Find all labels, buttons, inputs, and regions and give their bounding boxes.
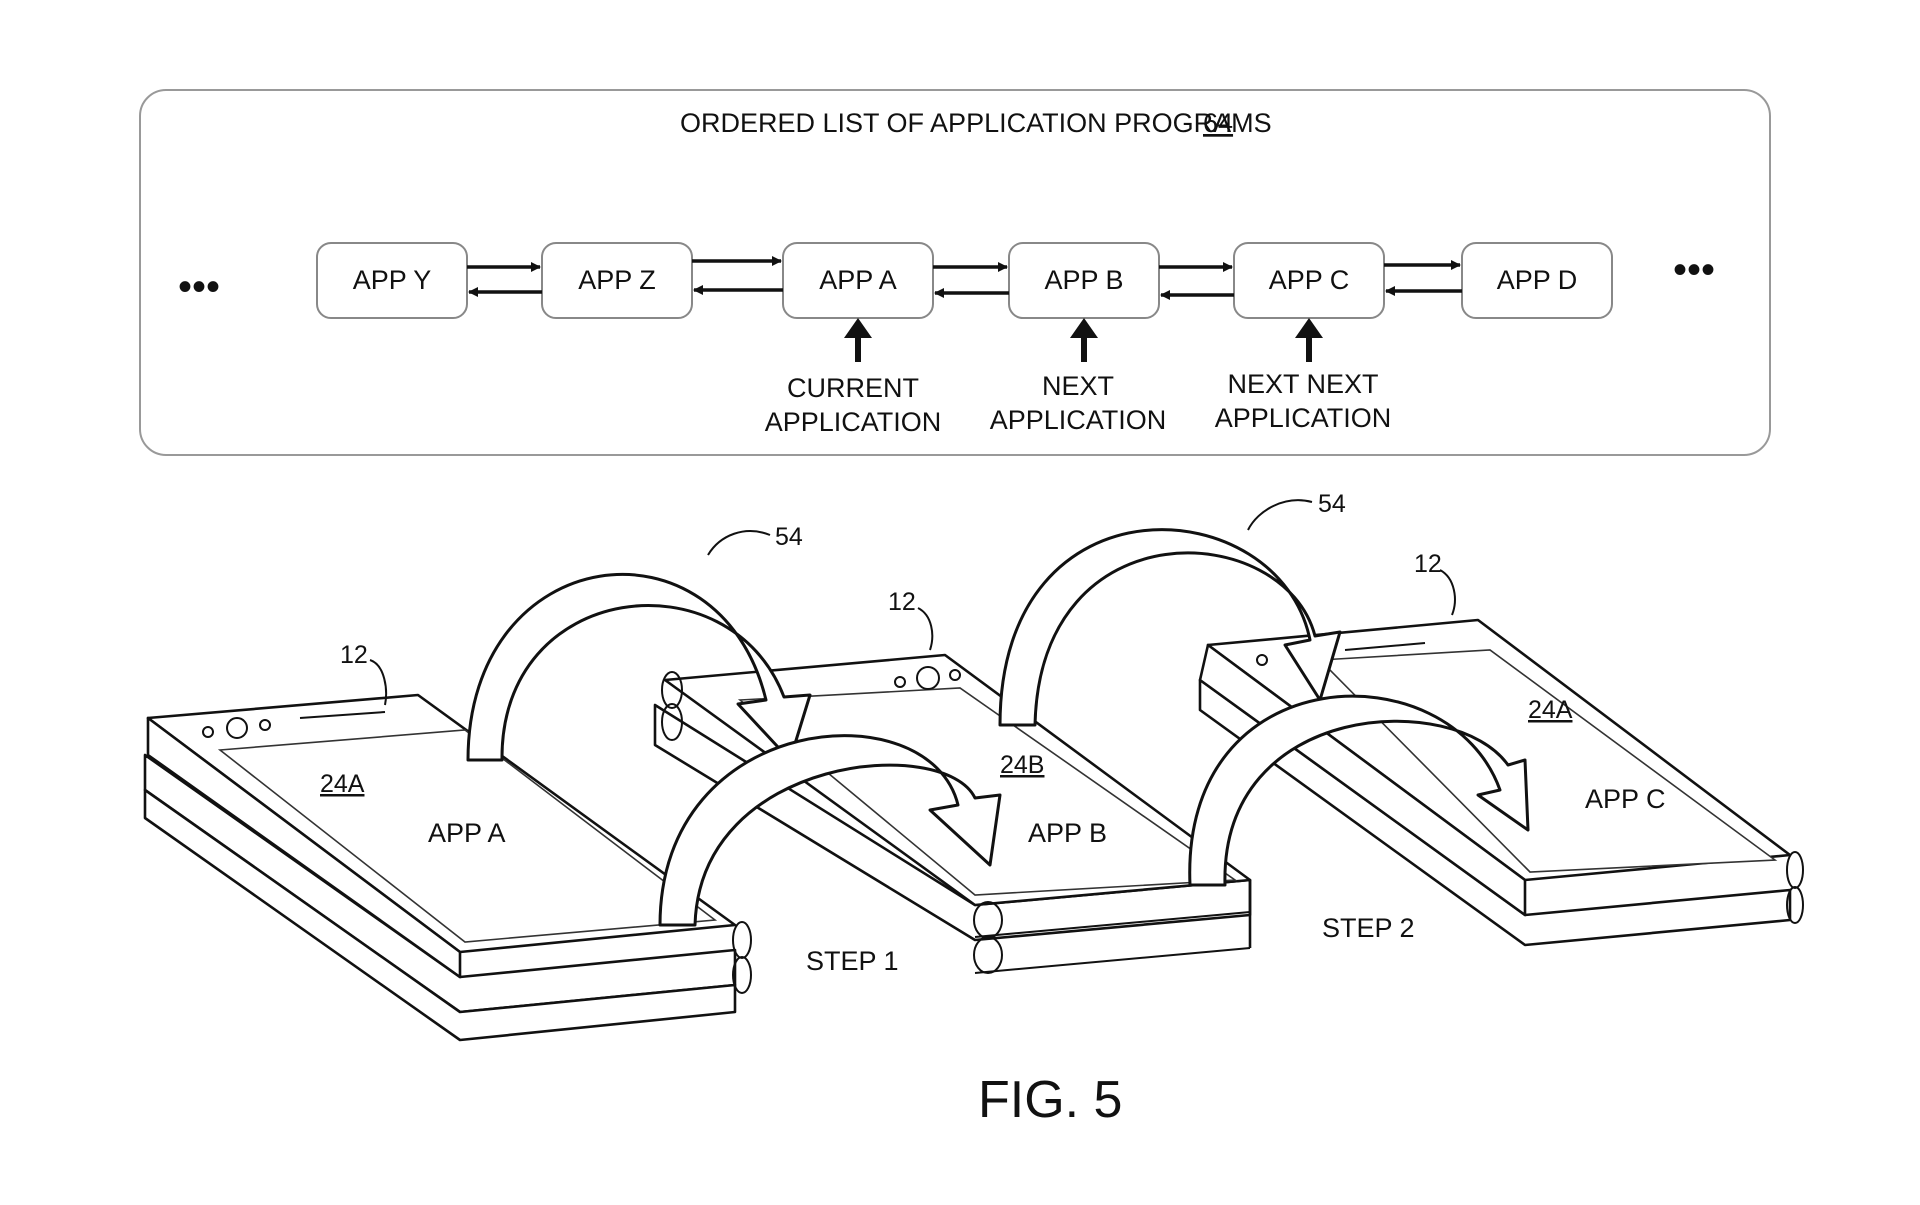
app-box-d: APP D [1461,242,1613,319]
device-2-app-label: APP B [1028,818,1107,848]
app-box-b: APP B [1008,242,1160,319]
device-3-ref: 12 [1414,550,1442,578]
next-label-2: APPLICATION [990,405,1167,435]
ordered-list-panel: ORDERED LIST OF APPLICATION PROGRAMS 64 … [139,89,1771,456]
next-label-1: NEXT [1042,371,1114,401]
svg-text:APP D: APP D [1497,265,1578,295]
ordered-list-title: ORDERED LIST OF APPLICATION PROGRAMS [680,108,1272,138]
current-label-1: CURRENT [787,373,919,403]
device-3-display-ref: 24A [1528,696,1573,724]
gesture-ref-right: 54 [1318,490,1346,518]
svg-text:APP A: APP A [819,265,897,295]
app-box-c: APP C [1233,242,1385,319]
ellipsis-left: ••• [178,265,220,309]
pointer-arrows [844,318,1323,362]
gesture-ref-left: 54 [775,523,803,551]
device-1-app-label: APP A [428,818,506,848]
device-1-display-ref: 24A [320,770,365,798]
device-1: 24A APP A 12 [143,641,752,1042]
next-next-label-2: APPLICATION [1215,403,1392,433]
svg-text:APP B: APP B [1044,265,1123,295]
svg-text:APP Z: APP Z [578,265,656,295]
device-3-app-label: APP C [1585,784,1666,814]
current-label-2: APPLICATION [765,407,942,437]
ellipsis-right: ••• [1673,248,1715,292]
ordered-list-ref: 64 [1203,108,1233,138]
step-1-label: STEP 1 [806,946,899,976]
link-arrows [467,256,1462,300]
step-2-label: STEP 2 [1322,913,1415,943]
app-box-y: APP Y [316,242,468,319]
device-2-ref: 12 [888,588,916,616]
figure-label: FIG. 5 [978,1071,1122,1129]
svg-text:APP C: APP C [1269,265,1350,295]
device-1-ref: 12 [340,641,368,669]
gesture-arrows: 54 54 [466,490,1530,927]
app-box-z: APP Z [541,242,693,319]
device-2-display-ref: 24B [1000,751,1044,779]
app-box-a: APP A [782,242,934,319]
svg-text:APP Y: APP Y [353,265,432,295]
next-next-label-1: NEXT NEXT [1227,369,1378,399]
